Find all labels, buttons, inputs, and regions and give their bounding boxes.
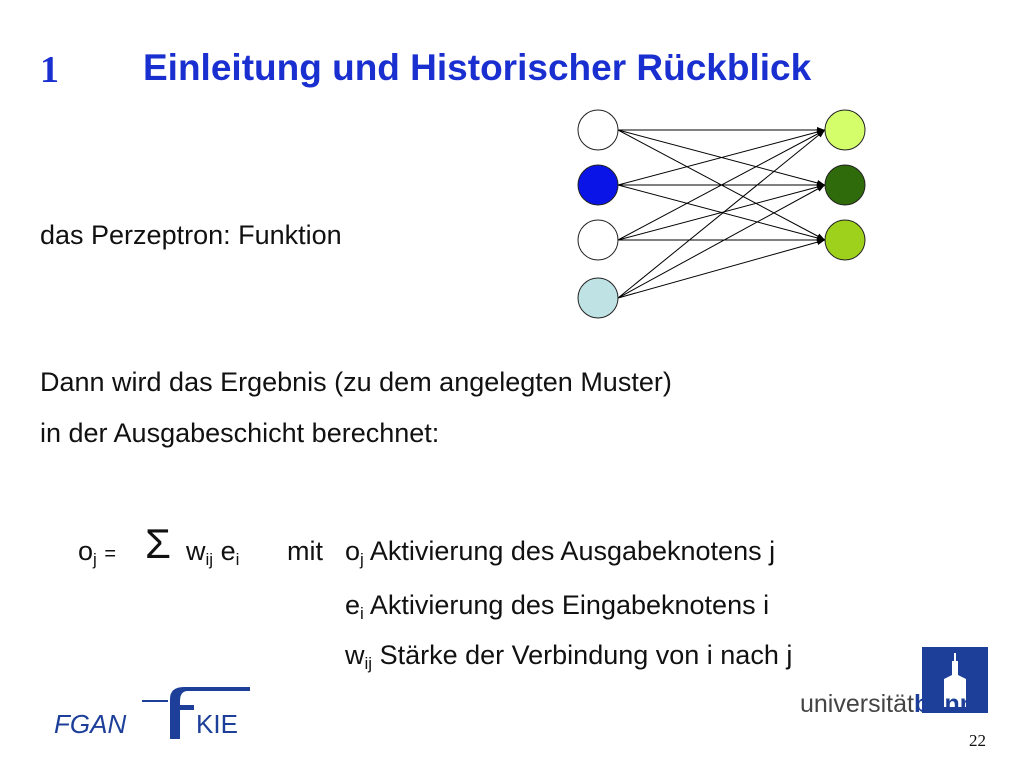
output-node [824,109,866,151]
definition-item: ei Aktivierung des Eingabeknotens i [345,590,770,623]
definition-item: wij Stärke der Verbindung von i nach j [345,640,793,673]
paragraph-line-1: Dann wird das Ergebnis (zu dem angelegte… [40,367,672,397]
slide-title: Einleitung und Historischer Rückblick [143,47,812,88]
input-node [577,219,619,261]
fgan-kie-logo: FGAN KIE [54,687,250,739]
arrow-head [816,185,825,192]
output-node [824,164,866,206]
connection-edge [617,129,826,186]
connection-edge [617,184,826,241]
fgan-text: FGAN [54,709,126,739]
kie-text: KIE [196,709,238,739]
formula-output: oj = [78,536,117,569]
connection-edge [617,129,826,241]
paragraph-line-2: in der Ausgabeschicht berechnet: [40,418,440,448]
connection-edge [617,184,826,299]
bonn-building-icon [922,647,988,713]
formula-mit: mit [287,536,323,566]
page-number: 22 [969,731,986,750]
connection-edge [617,129,826,299]
output-node [824,219,866,261]
connection-edge [617,239,826,299]
sigma-symbol: Σ [145,520,171,567]
formula-weights: wij ei [186,536,240,569]
input-node [577,277,619,319]
subtitle: das Perzeptron: Funktion [40,220,342,250]
definition-item: oj Aktivierung des Ausgabeknotens j [345,536,776,569]
input-node [577,109,619,151]
perceptron-diagram [577,109,866,319]
uni-bonn-wordmark: universitätbonn [800,690,976,718]
arrow-head [816,130,825,138]
arrow-head [816,239,825,246]
input-node [577,164,619,206]
section-number: 1 [40,49,59,91]
